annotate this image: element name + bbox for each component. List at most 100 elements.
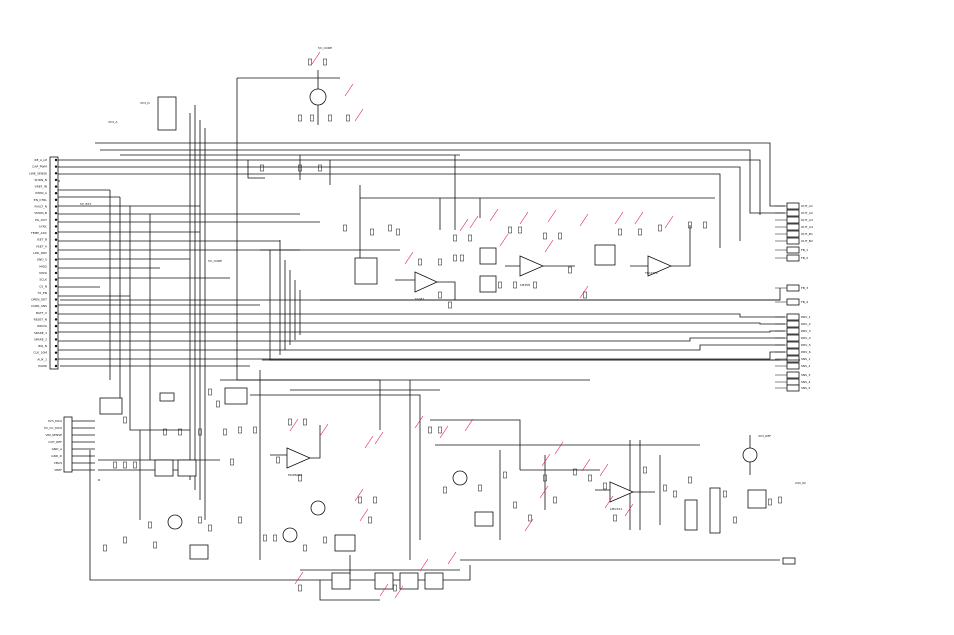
left-pin-dot [54, 285, 58, 288]
left-pin-dot [54, 304, 58, 308]
passive-part [568, 266, 572, 274]
left-pin-dot [54, 298, 58, 301]
lower-connector: 3V3_MCU5V_CC_MCUVIN_SENSEOUT_REFGND_AGND… [44, 416, 95, 473]
highlight-mark [614, 211, 624, 225]
highlight-mark [519, 211, 529, 225]
highlight-mark [394, 585, 404, 599]
passive-part [513, 281, 517, 289]
passive-part [438, 291, 442, 299]
left-pin-label: SPARE_2 [34, 337, 47, 341]
left-pin-dot [54, 265, 58, 268]
passive-part [703, 221, 707, 229]
right-connector-label: OUT_B1 [801, 232, 813, 236]
left-pin-dot [54, 205, 58, 208]
right-connector-label: FB_3 [801, 286, 808, 290]
highlight-mark [489, 208, 499, 222]
right-connector-pin [786, 254, 800, 262]
highlight-mark [499, 233, 509, 247]
left-pin-dot [54, 245, 58, 248]
left-pin-dot [54, 158, 58, 162]
right-connector-label: DRV_3 [801, 329, 811, 333]
right-connector-pin [786, 341, 800, 349]
lower-pin-label: GND_D [51, 454, 62, 458]
right-connector-pin [786, 216, 800, 224]
right-connector-pin [786, 384, 800, 392]
passive-part [588, 474, 592, 482]
highlight-mark [414, 415, 424, 429]
left-pin-dot [54, 238, 58, 241]
passive-part [428, 426, 432, 434]
passive-part [178, 428, 182, 436]
left-pin-dot [54, 351, 58, 354]
right-connector-pin [786, 246, 800, 254]
passive-part [513, 501, 517, 509]
passive-part [638, 228, 642, 236]
passive-part [238, 426, 242, 434]
passive-part [368, 516, 372, 524]
left-pin-dot [54, 258, 58, 261]
passive-part [123, 416, 127, 424]
left-pin-label: AUX_1 [37, 357, 47, 361]
left-pin-dot [54, 172, 58, 175]
passive-part [253, 426, 257, 434]
right-connector-pin [786, 348, 800, 356]
passive-part [498, 281, 502, 289]
right-connector-label: FB_4 [801, 300, 808, 304]
passive-part [148, 521, 152, 529]
left-pin-dot [54, 211, 58, 215]
passive-part [208, 524, 212, 532]
passive-part [153, 541, 157, 549]
power-label-24v-in: 24V_IN [795, 481, 806, 485]
left-pin-label: RE_A_LP [34, 158, 47, 162]
right-connector-pin [786, 237, 800, 245]
passive-part [318, 164, 322, 172]
left-pin-dot [54, 318, 58, 321]
left-pin-label: FAULT_N [34, 205, 47, 209]
passive-part [273, 534, 277, 542]
passive-part [308, 58, 312, 66]
left-pin-dot [54, 231, 58, 235]
lower-pin-label: 5V_CC_MCU [44, 426, 62, 430]
passive-part [373, 496, 377, 504]
passive-part [346, 114, 350, 122]
left-pin-label: SHDN_N [35, 178, 47, 182]
opamp-section-2: LM358 [505, 255, 575, 287]
highlight-mark [664, 215, 674, 229]
highlight-mark [374, 431, 384, 445]
power-label-3v3-ref: 3V3_REF [758, 434, 771, 438]
opamp-section-3: TLV2372 [630, 225, 691, 277]
left-pin-label: TEMP_ADC [30, 231, 47, 235]
highlight-marks [289, 51, 674, 599]
highlight-mark [319, 423, 329, 437]
passive-part [263, 534, 267, 542]
lower-pin-label: VIN_SENSE [45, 433, 62, 437]
left-pin-dot [54, 185, 58, 188]
left-pin-dot [54, 291, 58, 295]
left-pin-label: RESET_N [34, 317, 47, 321]
passive-part [303, 418, 307, 426]
right-connector-label: OUT_A1 [801, 204, 813, 208]
passive-part [393, 584, 397, 592]
highlight-mark [539, 485, 549, 499]
right-connector-pin [786, 298, 800, 306]
passive-part [768, 498, 772, 506]
passive-part [448, 301, 452, 309]
opamp-2-label: LM358 [520, 283, 530, 287]
passive-part [323, 58, 327, 66]
power-label-3v3-a: 3V3_A [108, 120, 118, 124]
passive-part [113, 461, 117, 469]
highlight-mark [294, 571, 304, 585]
passive-part [438, 426, 442, 434]
right-connector-pin [786, 327, 800, 335]
passive-part [533, 281, 537, 289]
passive-part [133, 461, 137, 469]
lower-pin-label: VREF [54, 468, 62, 472]
left-pin-dot [54, 358, 58, 361]
left-pin-label: LED_DRV [33, 251, 48, 255]
left-pin-label: CS_N [39, 284, 47, 288]
passive-part [603, 482, 607, 490]
left-pin-dot [54, 165, 58, 168]
passive-part [198, 516, 202, 524]
highlight-mark [379, 583, 389, 597]
